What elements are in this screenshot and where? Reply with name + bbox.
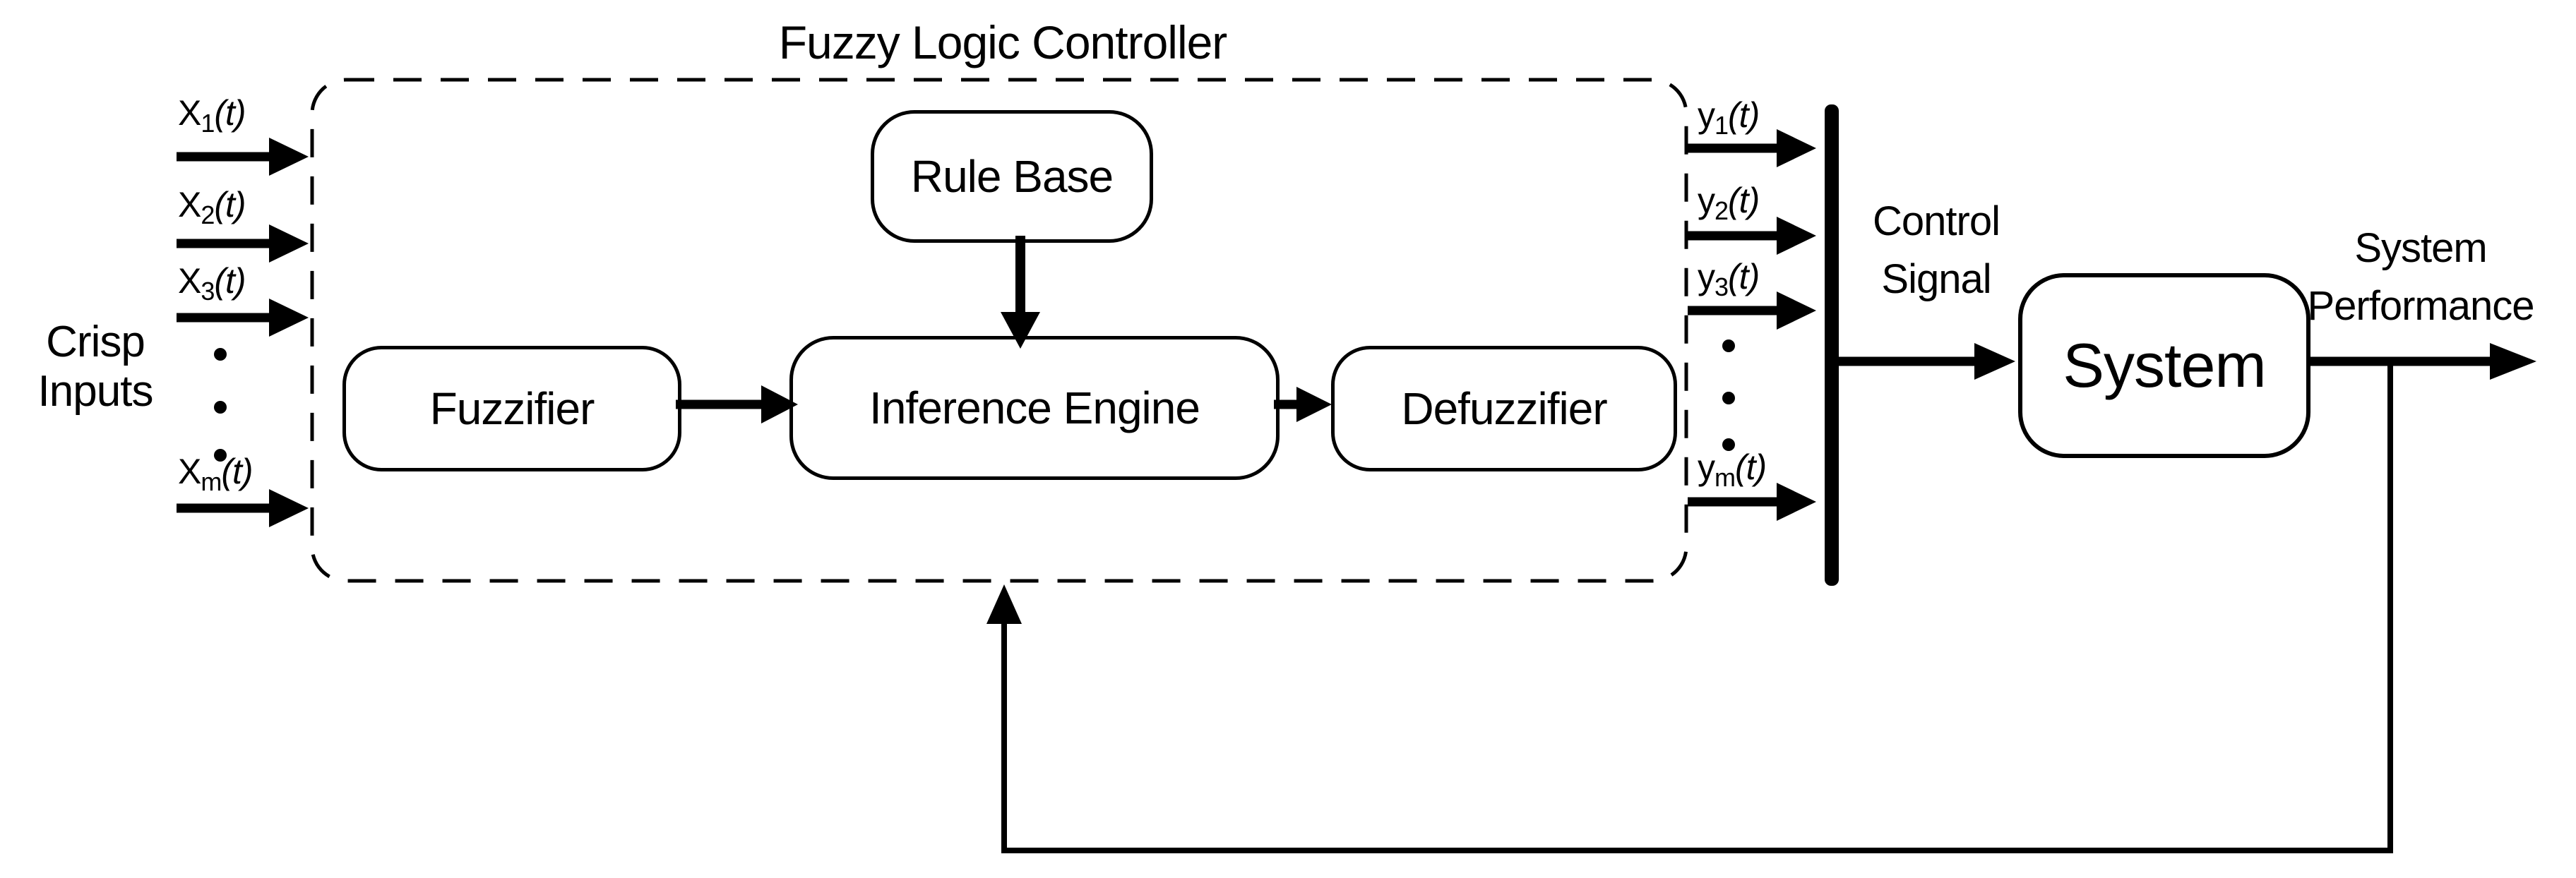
system-block: System xyxy=(2018,273,2310,458)
input-arrow-xm xyxy=(177,489,309,527)
fuzzifier-block: Fuzzifier xyxy=(342,346,681,471)
input-label-x1: X1(t) xyxy=(178,93,246,138)
flc-dashed-boundary xyxy=(310,78,1688,583)
defuzzifier-block: Defuzzifier xyxy=(1331,346,1677,471)
output-arrow-y2 xyxy=(1688,217,1816,255)
input-ellipsis-dots xyxy=(214,348,227,462)
control-signal-line1: Control xyxy=(1873,198,2000,244)
inference-to-defuzzifier-arrow xyxy=(1274,387,1332,422)
output-label-y1: y1(t) xyxy=(1698,95,1760,140)
output-ellipsis-dots xyxy=(1722,339,1735,451)
output-arrow-y1 xyxy=(1688,129,1816,167)
diagram-title: Fuzzy Logic Controller xyxy=(778,16,1228,68)
crisp-inputs-line2: Inputs xyxy=(37,367,154,416)
input-label-x2: X2(t) xyxy=(178,185,246,229)
control-signal-bus-bar xyxy=(1825,104,1839,586)
input-arrow-x3 xyxy=(177,299,309,337)
feedback-loop-arrow xyxy=(986,364,2393,853)
inference-engine-block: Inference Engine xyxy=(789,336,1280,480)
system-performance-label: System Performance xyxy=(2307,220,2534,335)
rule-base-block: Rule Base xyxy=(871,110,1153,243)
control-signal-line2: Signal xyxy=(1881,256,1991,302)
bus-to-system-arrow xyxy=(1839,343,2015,380)
system-performance-line2: Performance xyxy=(2307,283,2534,329)
input-arrow-x1 xyxy=(177,138,309,176)
control-signal-label: Control Signal xyxy=(1873,193,2000,308)
output-label-y3: y3(t) xyxy=(1698,257,1760,301)
input-arrow-x2 xyxy=(177,224,309,263)
crisp-inputs-line1: Crisp xyxy=(46,318,145,366)
output-arrow-ym xyxy=(1688,483,1816,521)
output-arrow-y3 xyxy=(1688,291,1816,330)
input-label-x3: X3(t) xyxy=(178,261,246,306)
system-output-arrow xyxy=(2306,343,2536,380)
crisp-inputs-label: Crisp Inputs xyxy=(37,318,154,416)
output-label-y2: y2(t) xyxy=(1698,181,1760,225)
fuzzifier-to-inference-arrow xyxy=(676,385,798,423)
rulebase-to-inference-arrow xyxy=(1001,236,1040,349)
output-label-ym: ym(t) xyxy=(1698,447,1767,492)
system-performance-line1: System xyxy=(2354,225,2487,271)
input-label-xm: Xm(t) xyxy=(178,452,254,496)
